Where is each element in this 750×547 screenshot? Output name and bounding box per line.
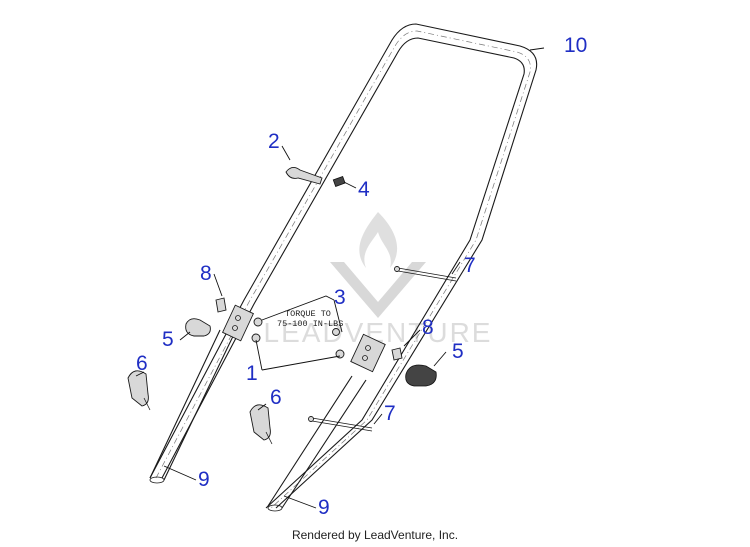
callout-4: 4 [358, 178, 370, 201]
pivot-right-part [249, 404, 273, 445]
callout-9-left: 9 [198, 468, 210, 491]
callout-6-right: 6 [270, 386, 282, 409]
flame-logo-icon [330, 212, 426, 318]
callout-8-right: 8 [422, 316, 434, 339]
callout-6-left: 6 [136, 352, 148, 375]
upper-handle-frame [149, 23, 538, 509]
knob-right-part [405, 364, 437, 387]
bolt-right-part [391, 347, 403, 361]
lower-handle-right [267, 375, 367, 512]
bracket-left-part [221, 304, 255, 342]
bracket-right-part [350, 333, 386, 373]
callout-1: 1 [246, 362, 258, 385]
cable-tie-part [332, 175, 346, 187]
pivot-left-part [127, 370, 151, 411]
torque-note: TORQUE TO 75-100 IN-LBS [277, 309, 343, 329]
bolt-left-part [215, 297, 227, 313]
footer-credit: Rendered by LeadVenture, Inc. [291, 528, 459, 542]
torque-note-line1: TORQUE TO [285, 309, 331, 319]
callout-numbers: 10 2 4 7 8 3 5 8 5 1 6 6 7 9 9 [136, 34, 587, 519]
callout-3: 3 [334, 286, 346, 309]
cable-clip-part [285, 167, 323, 185]
pin-upper-part [394, 266, 457, 282]
lower-handle-left [149, 329, 237, 484]
callout-5-right: 5 [452, 340, 464, 363]
callout-10: 10 [564, 34, 587, 57]
knob-left-part [185, 318, 211, 337]
callout-5-left: 5 [162, 328, 174, 351]
callout-9-right: 9 [318, 496, 330, 519]
callout-2: 2 [268, 130, 280, 153]
leader-lines [135, 47, 545, 509]
callout-7-upper: 7 [464, 254, 476, 277]
callout-8-left: 8 [200, 262, 212, 285]
torque-note-line2: 75-100 IN-LBS [277, 319, 343, 329]
pin-lower-part [308, 416, 373, 432]
callout-7-lower: 7 [384, 402, 396, 425]
